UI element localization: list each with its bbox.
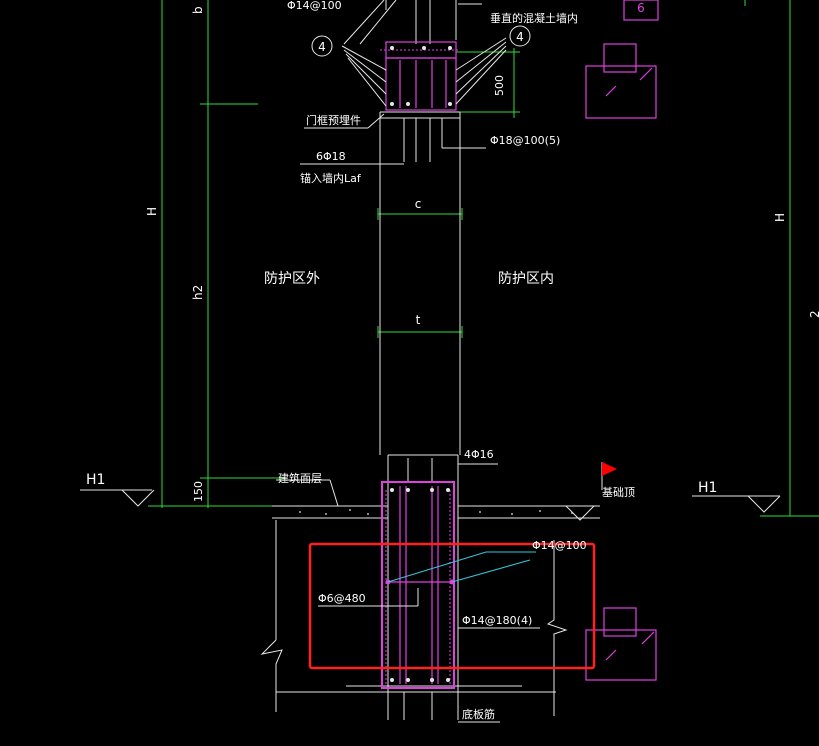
- right-edge-mark-label: 2: [808, 310, 819, 318]
- level-symbol-left: [80, 489, 155, 507]
- dim-150-label: 150: [192, 481, 205, 502]
- floor-finish-label: 建筑面层: [278, 471, 322, 485]
- dim-500-label: 500: [493, 75, 506, 96]
- foundation-flag-icon: [601, 462, 617, 490]
- marker-circle-right: 4: [509, 25, 531, 47]
- dim-t-label: t: [416, 313, 421, 327]
- section-symbol-top: 6: [623, 0, 659, 21]
- rebar-phi14-180-label: Φ14@180(4): [462, 614, 532, 627]
- dim-b-label: b: [191, 6, 205, 14]
- leader-lines-lower: [318, 463, 540, 723]
- leader-lines-upper: [300, 113, 486, 165]
- zone-inside-label: 防护区内: [498, 271, 554, 287]
- level-H1-right-label: H1: [698, 480, 717, 496]
- dim-c-label: c: [415, 197, 422, 211]
- level-symbol-inside: [565, 505, 595, 521]
- spec-phi18-100-label: Φ18@100(5): [490, 134, 560, 147]
- rebar-4phi16-label: 4Φ16: [464, 448, 494, 461]
- dimension-lines: [148, 0, 819, 517]
- top-rebar-spec-label: Φ14@100: [287, 0, 342, 12]
- wall-outline: [379, 0, 461, 720]
- marker-circle-left: 4: [311, 35, 333, 57]
- marker-4-left-label: 4: [318, 40, 326, 54]
- section-symbol-upper: [585, 43, 657, 119]
- zone-outside-label: 防护区外: [264, 271, 320, 287]
- rebar-phi6-480-label: Φ6@480: [318, 592, 366, 605]
- marker-4-right-label: 4: [516, 30, 524, 44]
- foundation-slab: [260, 479, 600, 716]
- lower-reinforcement: [381, 481, 455, 689]
- section-symbol-lower: [585, 607, 657, 681]
- rebar-phi14-100-label: Φ14@100: [532, 539, 587, 552]
- wall-note-label: 垂直的混凝土墙内: [490, 11, 578, 25]
- highlight-box: [308, 542, 596, 670]
- dim-h2-label: h2: [191, 285, 205, 300]
- dim-H-right-label: H: [773, 213, 787, 222]
- foundation-top-label: 基础顶: [602, 486, 635, 499]
- lintel-detail: [341, 0, 507, 162]
- spec-6phi18-label: 6Φ18: [316, 150, 346, 163]
- anchor-laf-label: 锚入墙内Laf: [300, 171, 362, 185]
- door-frame-embed-label: 门框预埋件: [306, 113, 361, 127]
- level-H1-left-label: H1: [86, 472, 105, 488]
- section-mark-top: 6: [637, 1, 645, 15]
- level-symbol-right: [692, 495, 781, 513]
- dim-H-left-label: H: [145, 207, 159, 216]
- bottom-slab-label: 底板筋: [462, 707, 495, 721]
